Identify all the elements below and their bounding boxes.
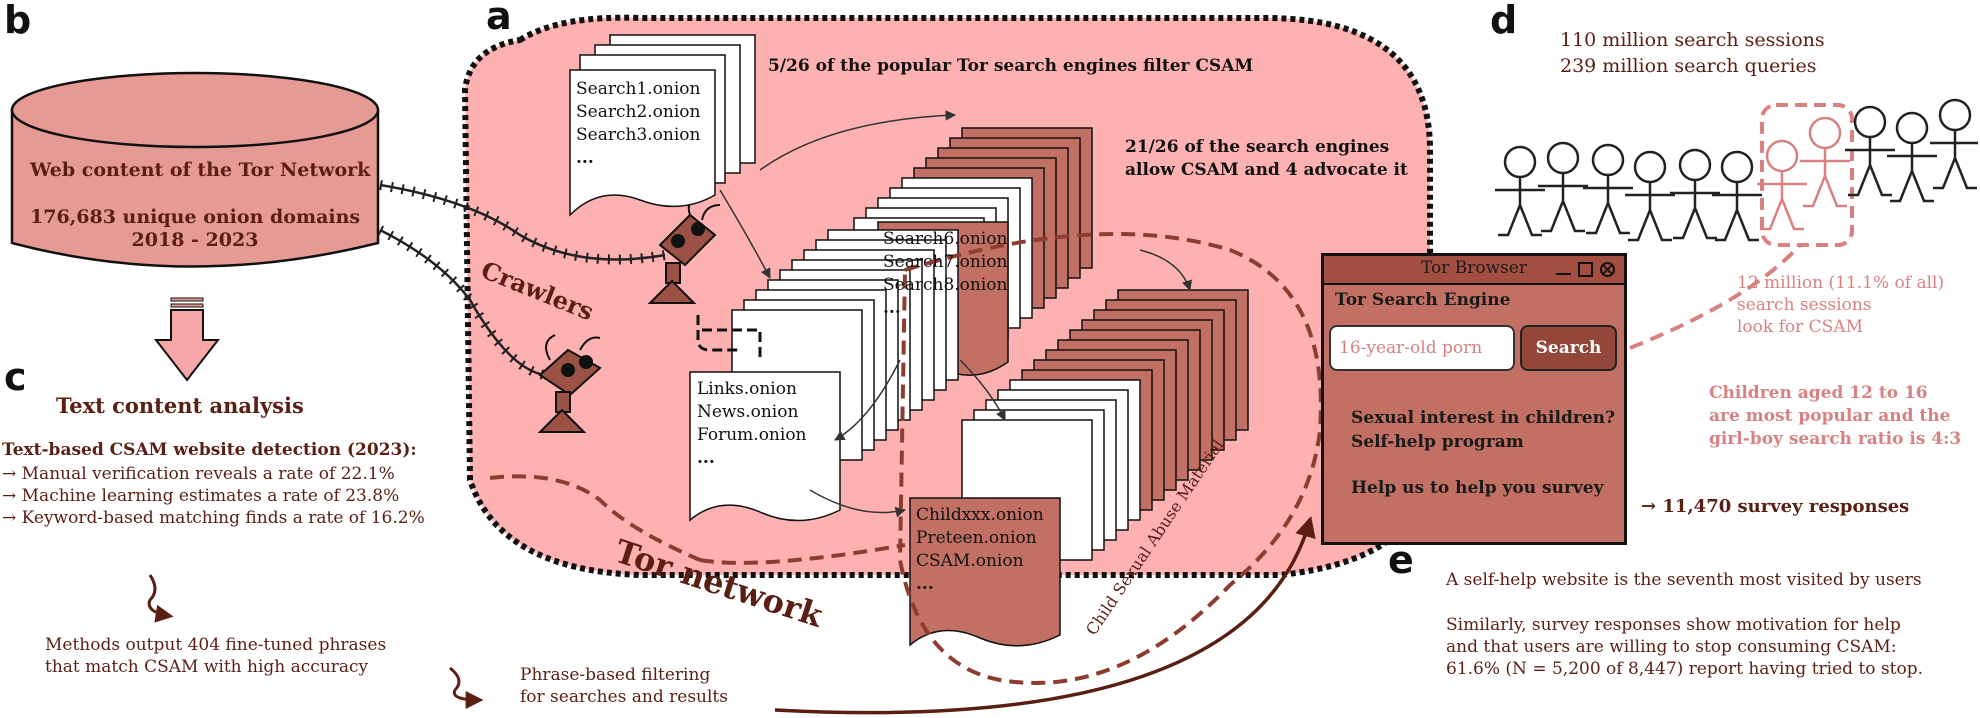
- detection-item: → Machine learning estimates a rate of 2…: [2, 486, 400, 506]
- search-stats: 110 million search sessions 239 million …: [1560, 27, 1825, 79]
- onion-site: Search2.onion: [576, 102, 701, 122]
- search-input[interactable]: [1329, 325, 1515, 371]
- csam-region: [897, 232, 1323, 685]
- motivation-line: 61.6% (N = 5,200 of 8,447) report having…: [1446, 659, 1923, 679]
- onion-site: ...: [883, 298, 901, 318]
- age-stat: Children aged 12 to 16 are most popular …: [1709, 382, 1961, 451]
- highlight-box: [1760, 103, 1854, 247]
- onion-site: Childxxx.onion: [916, 505, 1044, 525]
- csam-stat-line: 12 million (11.1% of all): [1737, 273, 1945, 293]
- panel-letter-b: b: [4, 0, 32, 42]
- db-title: Web content of the Tor Network: [30, 159, 371, 181]
- onion-site: Search8.onion: [883, 275, 1008, 295]
- csam-stat-line: search sessions: [1737, 295, 1872, 315]
- down-arrow: [153, 297, 221, 382]
- tor-browser-titlebar: Tor Browser: [1324, 256, 1624, 285]
- filtering-text: Phrase-based filtering for searches and …: [520, 664, 728, 708]
- onion-site: ...: [576, 148, 594, 168]
- allow-line: 21/26 of the search engines: [1125, 137, 1390, 157]
- panel-letter-d: d: [1490, 0, 1518, 42]
- detection-list: → Manual verification reveals a rate of …: [2, 463, 425, 529]
- csam-detection-heading: Text-based CSAM website detection (2023)…: [2, 440, 417, 460]
- close-icon[interactable]: [1600, 262, 1615, 277]
- queries-count: 239 million search queries: [1560, 55, 1817, 77]
- maximize-icon[interactable]: [1578, 262, 1593, 277]
- detection-item: → Keyword-based matching finds a rate of…: [2, 508, 425, 528]
- age-stat-line: girl-boy search ratio is 4:3: [1709, 429, 1962, 449]
- csam-stat-line: look for CSAM: [1737, 317, 1864, 337]
- onion-site: Forum.onion: [697, 425, 807, 445]
- doc-stack-1: [569, 34, 756, 217]
- methods-text: Methods output 404 fine-tuned phrases th…: [45, 634, 386, 678]
- survey-motivation: Similarly, survey responses show motivat…: [1446, 614, 1923, 680]
- db-years: 2018 - 2023: [131, 229, 259, 251]
- filter-csam-note: 5/26 of the popular Tor search engines f…: [768, 56, 1254, 76]
- onion-site: Search7.onion: [883, 252, 1008, 272]
- search-button[interactable]: Search: [1520, 325, 1617, 371]
- csam-sessions-stat: 12 million (11.1% of all) search session…: [1737, 272, 1944, 338]
- onion-site: CSAM.onion: [916, 551, 1024, 571]
- text-analysis-heading: Text content analysis: [56, 393, 304, 418]
- onion-site: Search6.onion: [883, 229, 1008, 249]
- age-stat-line: Children aged 12 to 16: [1709, 383, 1928, 403]
- survey-responses: → 11,470 survey responses: [1641, 496, 1910, 517]
- allow-csam-note: 21/26 of the search engines allow CSAM a…: [1125, 136, 1408, 182]
- doc-list-search-1: Search1.onion Search2.onion Search3.onio…: [576, 78, 700, 170]
- panel-letter-c: c: [4, 355, 27, 399]
- minimize-icon[interactable]: [1556, 262, 1571, 275]
- onion-site: Search3.onion: [576, 125, 701, 145]
- doc-list-search-2: Search6.onion Search7.onion Search8.onio…: [883, 228, 1007, 320]
- self-help-rank: A self-help website is the seventh most …: [1446, 570, 1922, 590]
- doc-list-csam: Childxxx.onion Preteen.onion CSAM.onion …: [916, 504, 1044, 596]
- self-help-line: Sexual interest in children?: [1351, 408, 1615, 428]
- panel-letter-a: a: [486, 0, 512, 38]
- detection-item: → Manual verification reveals a rate of …: [2, 464, 395, 484]
- onion-site: Links.onion: [697, 379, 797, 399]
- close-x-glyph: [1602, 264, 1613, 275]
- db-domains: 176,683 unique onion domains: [30, 206, 361, 228]
- onion-site: Search1.onion: [576, 79, 701, 99]
- stick-figures: [1495, 98, 1978, 242]
- age-stat-line: are most popular and the: [1709, 406, 1951, 426]
- methods-line: Methods output 404 fine-tuned phrases: [45, 635, 387, 655]
- doc-list-forums: Links.onion News.onion Forum.onion ...: [697, 378, 807, 470]
- doc-stack-4: [909, 289, 1249, 647]
- onion-site: ...: [916, 574, 934, 594]
- motivation-line: and that users are willing to stop consu…: [1446, 637, 1897, 657]
- methods-line: that match CSAM with high accuracy: [45, 657, 369, 677]
- search-engine-label: Tor Search Engine: [1335, 290, 1511, 310]
- onion-site: News.onion: [697, 402, 799, 422]
- tor-browser-window: Tor Browser Tor Search Engine Search Sex…: [1321, 253, 1627, 545]
- survey-link[interactable]: Help us to help you survey: [1351, 478, 1604, 498]
- sessions-count: 110 million search sessions: [1560, 29, 1825, 51]
- filter-line: Phrase-based filtering: [520, 665, 711, 685]
- onion-site: Preteen.onion: [916, 528, 1037, 548]
- panel-letter-e: e: [1388, 538, 1414, 582]
- database-cylinder: [10, 71, 380, 268]
- self-help-line: Self-help program: [1351, 432, 1524, 452]
- filter-line: for searches and results: [520, 687, 728, 707]
- onion-site: ...: [697, 448, 715, 468]
- allow-line: allow CSAM and 4 advocate it: [1125, 160, 1408, 180]
- motivation-line: Similarly, survey responses show motivat…: [1446, 615, 1901, 635]
- self-help-link[interactable]: Sexual interest in children? Self-help p…: [1351, 406, 1615, 454]
- crawler-robot-2: [537, 334, 602, 433]
- tor-browser-title: Tor Browser: [1420, 258, 1528, 278]
